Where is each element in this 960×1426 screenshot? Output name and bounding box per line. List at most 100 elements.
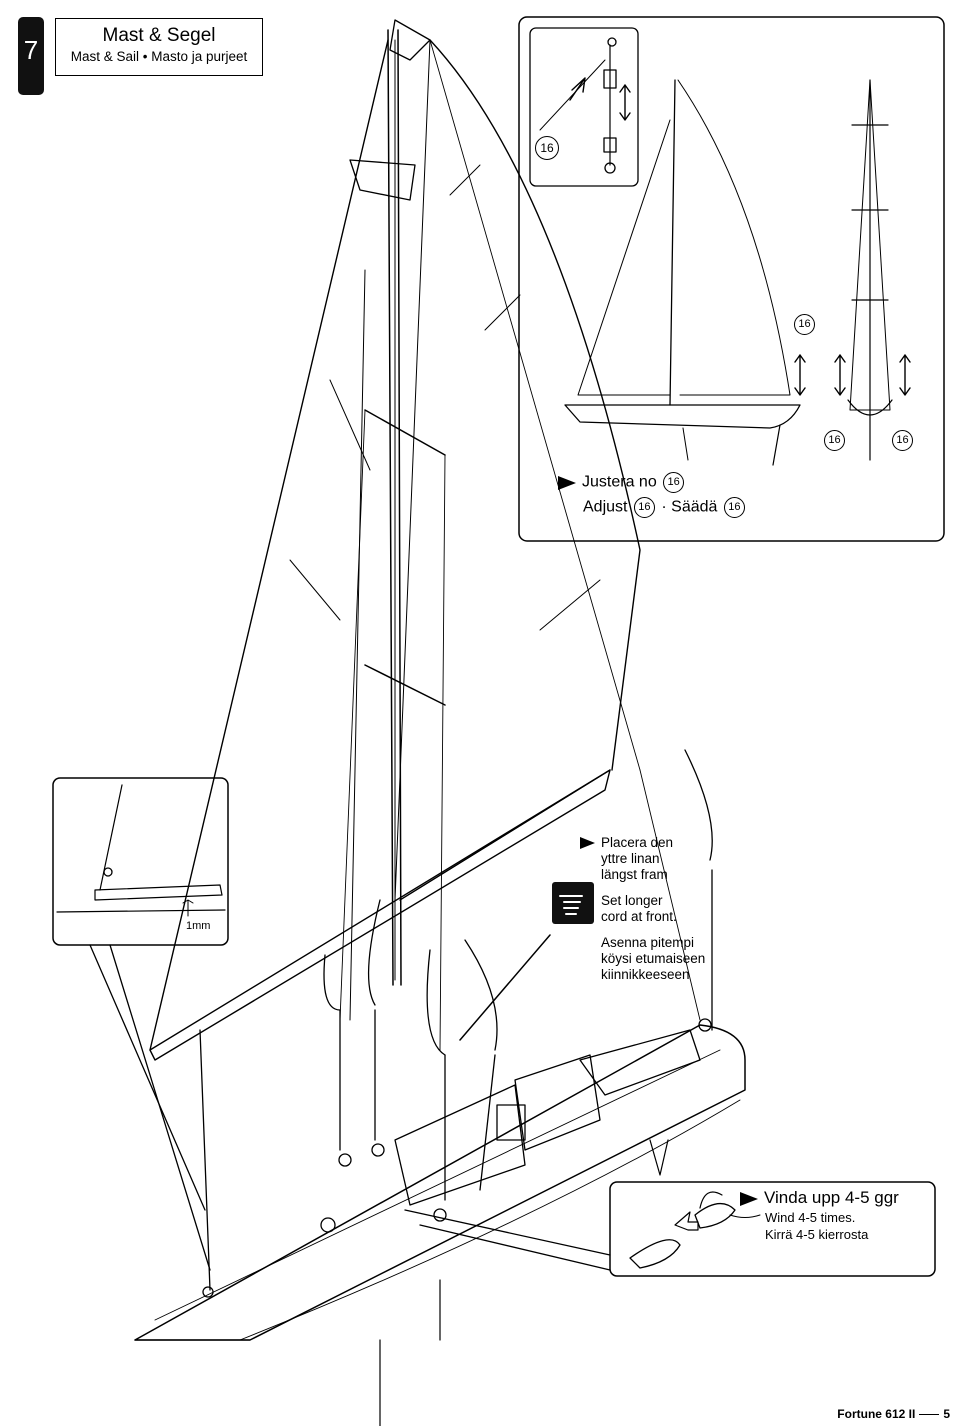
step-number-badge: 7: [18, 17, 44, 95]
winch-drum: [629, 1239, 681, 1269]
double-arrow-icon: [569, 77, 911, 396]
masthead: [349, 159, 416, 201]
callout-16: 16: [792, 314, 817, 335]
batten: [449, 164, 481, 196]
page-footer: Fortune 612 II 5: [837, 1407, 950, 1421]
hatch: [394, 1084, 526, 1206]
detail-grommet: [103, 867, 113, 877]
deck-fitting: [202, 1286, 214, 1298]
turnbuckle-inset-frame: [529, 27, 639, 187]
front-view-spreader: [851, 124, 889, 301]
detail-deck: [56, 909, 226, 913]
turnbuckle: [603, 137, 617, 153]
deck-fitting: [698, 1018, 712, 1032]
measure-label: 1mm: [186, 920, 211, 932]
batten: [539, 579, 601, 631]
forestay: [639, 769, 701, 1021]
wind-inset-frame: [609, 1181, 936, 1277]
wind-note-sv: Vinda upp 4-5 ggr: [740, 1188, 899, 1208]
batten: [289, 559, 341, 621]
deck-fitting: [433, 1208, 447, 1222]
page-number: 5: [943, 1407, 950, 1421]
jib-boom: [399, 769, 611, 901]
hook-line: [367, 899, 381, 1006]
winch-drum-wound: [694, 1203, 736, 1229]
page-subtitle: Mast & Sail • Masto ja purjeet: [70, 49, 248, 64]
hook-line: [464, 939, 498, 1051]
detail-measure-arrow: [182, 899, 194, 917]
adjust-panel-frame: [518, 16, 945, 542]
winch-cord: [729, 1214, 761, 1218]
adjust-instruction-sv: Justera no 16: [558, 472, 686, 493]
spreader: [364, 409, 446, 456]
jib-luff: [394, 39, 431, 901]
turnbuckle-stay: [539, 59, 606, 131]
hatch: [514, 1054, 601, 1151]
main-boom: [149, 769, 611, 1061]
mainsail-edge: [349, 269, 366, 1021]
deck-fitting: [320, 1217, 336, 1233]
leader-line: [109, 944, 211, 1271]
sheet-line: [199, 1029, 211, 1291]
arrow-right-icon: [674, 1211, 699, 1231]
hull-side: [239, 1099, 741, 1341]
arrow-right-icon: [558, 475, 576, 490]
jib-leech: [429, 39, 641, 771]
turnbuckle: [603, 69, 617, 89]
adjust-instruction-en-fi: Adjust 16 · Säädä 16: [583, 497, 747, 518]
step-number: 7: [23, 35, 39, 65]
mast: [397, 29, 402, 986]
small-boat-rudder: [682, 427, 689, 461]
small-boat-mainsail: [577, 119, 671, 396]
adjust-panel-badge: 16: [533, 136, 561, 160]
wind-note-en: Wind 4-5 times.: [765, 1210, 856, 1225]
hook-line: [684, 749, 713, 861]
pointing-hand-icon: [552, 882, 594, 924]
arrow-right-icon: [740, 1191, 758, 1206]
deck-fitting: [338, 1153, 352, 1167]
arrow-right-icon: [580, 837, 595, 850]
turnbuckle-eye: [604, 162, 616, 174]
hook-line: [323, 954, 341, 1011]
batten: [484, 294, 521, 331]
leader-line: [419, 1224, 611, 1271]
deck-fitting: [371, 1143, 385, 1157]
winch-cord: [699, 1191, 723, 1209]
cord-note-en: Set longer cord at front.: [601, 893, 677, 924]
detail-inset-frame: [52, 777, 229, 946]
shroud: [339, 409, 366, 1021]
hull-deck: [134, 1024, 746, 1341]
small-boat-jib: [677, 79, 791, 396]
sheet-line: [479, 1054, 496, 1191]
small-boat-keel: [772, 424, 781, 466]
wind-note-fi: Kirrä 4-5 kierrosta: [765, 1227, 869, 1242]
mainsail-leech: [149, 39, 389, 1051]
rudder: [649, 1139, 669, 1176]
footer-product: Fortune 612 II: [837, 1407, 916, 1421]
detail-boom: [94, 884, 223, 901]
page-title: Mast & Segel: [102, 25, 216, 46]
forestay: [429, 39, 641, 771]
servo-box: [496, 1104, 526, 1141]
title-box: Mast & Segel Mast & Sail • Masto ja purj…: [55, 18, 263, 76]
hatch: [579, 1029, 701, 1096]
mast: [387, 29, 394, 986]
callout-16: 16: [822, 430, 847, 451]
spreader: [364, 664, 446, 706]
deck-edge: [154, 1049, 721, 1321]
turnbuckle-ring: [607, 37, 617, 47]
small-boat-hull: [564, 404, 801, 429]
pointer-line: [459, 934, 551, 1041]
leader-line: [89, 944, 206, 1211]
hook-line: [426, 949, 446, 1056]
small-boat-mast: [669, 79, 676, 406]
shroud: [439, 454, 446, 1051]
masthead-top: [389, 19, 431, 61]
front-view-hull: [847, 399, 893, 416]
leader-line: [404, 1209, 611, 1256]
cord-note-fi: Asenna pitempi köysi etumaiseen kiinnikk…: [601, 935, 706, 982]
callout-16: 16: [890, 430, 915, 451]
cord-note-sv: Placera den yttre linan längst fram: [580, 835, 673, 883]
